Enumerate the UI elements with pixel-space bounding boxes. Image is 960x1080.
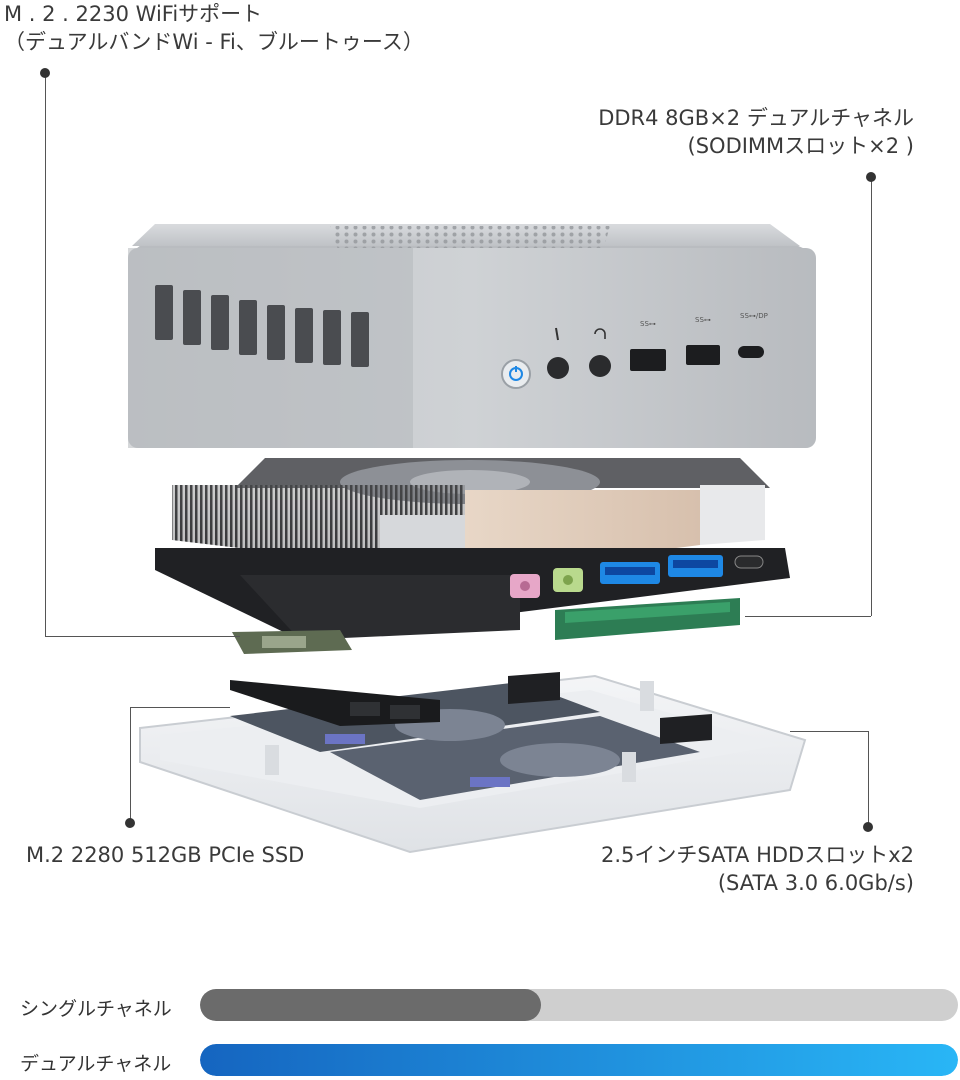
usb-icon: SS⊶ SS⊶ [630,316,720,371]
single-channel-label: シングルチャネル [20,998,172,1020]
wifi-leader-dot [40,68,50,78]
wifi-annotation-line2: （デュアルバンドWi - Fi、ブルートゥース） [4,30,424,54]
dual-channel-label: デュアルチャネル [20,1053,172,1075]
ram-leader-vertical [871,177,872,616]
hdd-annotation: 2.5インチSATA HDDスロットx2 (SATA 3.0 6.0Gb/s) [601,841,914,897]
wifi-annotation: M . 2 . 2230 WiFiサポート （デュアルバンドWi - Fi、ブル… [4,0,424,56]
ssd-leader-vertical [130,707,131,823]
ssd-annotation: M.2 2280 512GB PCIe SSD [26,841,304,869]
svg-text:SS⊶: SS⊶ [695,316,711,324]
mini-pc-case: SS⊶ SS⊶ SS⊶/DP [128,224,816,448]
ram-leader-horizontal [745,616,871,617]
ssd-leader-dot [125,818,135,828]
hdd-leader-dot [863,822,873,832]
hdd-leader-horizontal [790,731,868,732]
hdd-annotation-line1: 2.5インチSATA HDDスロットx2 [600,843,914,867]
ram-annotation-line1: DDR4 8GB×2 デュアルチャネル [598,106,914,130]
wifi-leader-horizontal [45,636,240,637]
ssd-leader-horizontal [130,707,230,708]
power-icon [501,359,531,389]
hdd-tray [139,672,807,854]
microphone-icon [547,327,569,379]
svg-text:SS⊶: SS⊶ [640,320,656,328]
ram-annotation-line2: (SODIMMスロット×2 ) [687,134,914,158]
ssd-annotation-line1: M.2 2280 512GB PCIe SSD [26,843,305,867]
single-channel-bar [200,989,958,1021]
wifi-leader-vertical [45,73,46,636]
dual-channel-bar-fill [200,1044,958,1076]
usb-c-icon: SS⊶/DP [738,312,768,358]
ram-leader-dot [866,172,876,182]
wifi-annotation-line1: M . 2 . 2230 WiFiサポート [4,2,263,26]
hdd-annotation-line2: (SATA 3.0 6.0Gb/s) [717,871,914,895]
ram-annotation: DDR4 8GB×2 デュアルチャネル (SODIMMスロット×2 ) [598,104,914,160]
hdd-leader-vertical [868,731,869,826]
dual-channel-bar [200,1044,958,1076]
single-channel-bar-fill [200,989,542,1021]
headphone-icon [589,328,611,377]
motherboard-assembly [155,458,790,654]
svg-text:SS⊶/DP: SS⊶/DP [740,312,768,320]
